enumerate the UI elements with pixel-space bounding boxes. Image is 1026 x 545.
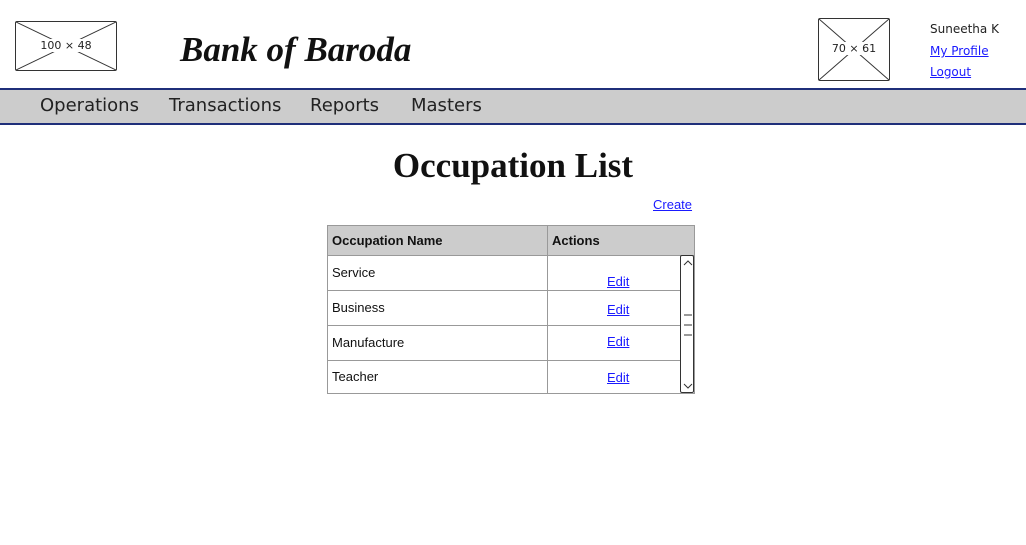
scroll-down-arrow-icon[interactable] — [683, 383, 693, 389]
avatar-image-placeholder: 70 × 61 — [818, 18, 890, 81]
scroll-thumb-grip-icon[interactable] — [684, 314, 692, 336]
scrollbar-graphic — [683, 260, 693, 389]
logo-image-placeholder: 100 × 48 — [15, 21, 117, 71]
table-row: Service Edit — [328, 256, 694, 291]
create-link[interactable]: Create — [653, 197, 693, 212]
table-row: Teacher Edit — [328, 361, 694, 394]
nav-item-reports[interactable]: Reports — [310, 95, 380, 116]
logo-placeholder-label: 100 × 48 — [39, 39, 93, 52]
table-row: Business Edit — [328, 291, 694, 326]
main-nav: Operations Transactions Reports Masters — [0, 88, 1026, 125]
avatar-placeholder-label: 70 × 61 — [830, 42, 878, 55]
column-divider — [547, 226, 548, 393]
nav-item-transactions[interactable]: Transactions — [169, 95, 282, 116]
scroll-up-arrow-icon[interactable] — [683, 260, 693, 266]
edit-link[interactable]: Edit — [607, 302, 630, 317]
table-scrollbar[interactable] — [680, 255, 694, 393]
table-row: Manufacture Edit — [328, 326, 694, 361]
logout-link[interactable]: Logout — [930, 65, 972, 79]
user-panel: Suneetha K My Profile Logout — [930, 20, 999, 84]
brand-title: Bank of Baroda — [180, 30, 412, 69]
user-name: Suneetha K — [930, 22, 999, 36]
occupation-table: Occupation Name Actions Service Edit Bus… — [327, 225, 695, 394]
edit-link[interactable]: Edit — [607, 274, 630, 289]
page-title: Occupation List — [392, 146, 634, 185]
edit-link[interactable]: Edit — [607, 334, 630, 349]
my-profile-link[interactable]: My Profile — [930, 44, 989, 58]
occupation-name-cell: Manufacture — [332, 335, 405, 350]
nav-item-masters[interactable]: Masters — [411, 95, 482, 116]
nav-item-operations[interactable]: Operations — [40, 95, 139, 116]
occupation-name-cell: Service — [332, 265, 376, 280]
edit-link[interactable]: Edit — [607, 370, 630, 385]
table-header: Occupation Name Actions — [328, 226, 694, 256]
column-header-occupation-name: Occupation Name — [332, 233, 443, 248]
occupation-name-cell: Teacher — [332, 369, 379, 384]
occupation-name-cell: Business — [332, 300, 385, 315]
column-header-actions: Actions — [552, 233, 600, 248]
